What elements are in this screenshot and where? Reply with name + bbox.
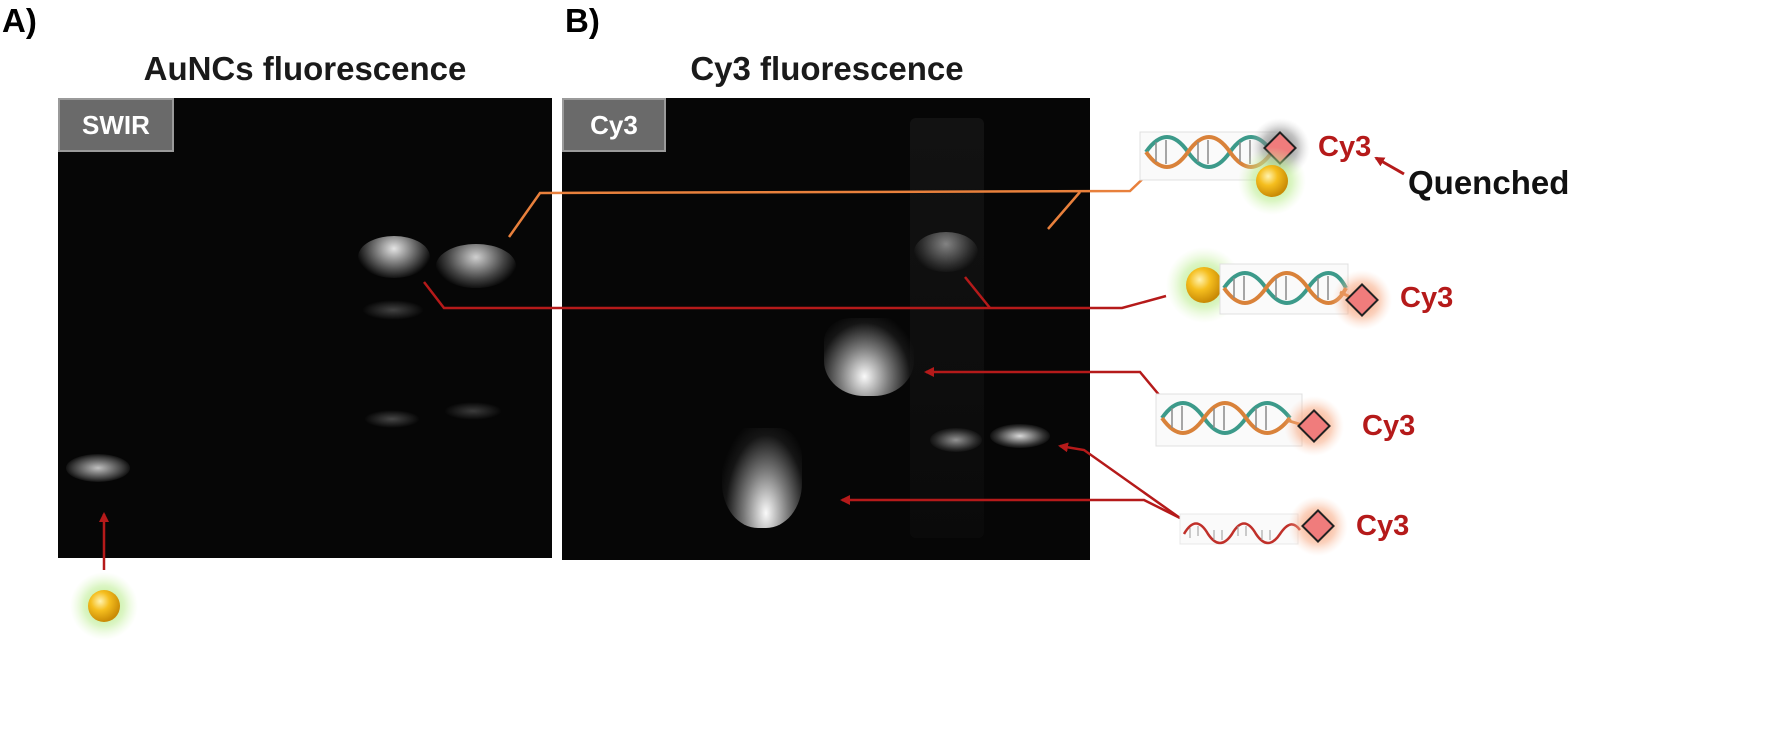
gel-band xyxy=(436,244,516,288)
red-connector-line xyxy=(423,281,1167,310)
panel-b-letter: B) xyxy=(565,2,600,39)
ssdna-strand-icon xyxy=(1179,513,1301,545)
swir-tag: SWIR xyxy=(58,98,174,152)
quenched-arrow xyxy=(1374,156,1405,176)
gel-band xyxy=(364,410,420,428)
cy3-gel-image: Cy3 xyxy=(562,98,1090,560)
quenched-label: Quenched xyxy=(1408,164,1570,201)
red-connector-line xyxy=(964,276,991,309)
orange-connector-line xyxy=(507,167,1155,238)
gel-band xyxy=(66,454,130,482)
dsdna-helix-icon xyxy=(1219,263,1357,315)
dsdna-helix-icon xyxy=(1155,393,1307,447)
gel-band xyxy=(824,318,914,396)
gel-band xyxy=(358,236,430,278)
gel-band xyxy=(362,300,424,320)
gold-nanocluster-icon xyxy=(70,572,138,640)
cy3-diamond-icon xyxy=(1284,396,1344,456)
cy3-label-ssdna: Cy3 xyxy=(1356,510,1410,542)
gel-band xyxy=(722,428,802,528)
ssdna-arrow xyxy=(840,495,1181,520)
panel-b-title: Cy3 fluorescence xyxy=(690,50,964,87)
cy3-diamond-icon xyxy=(1332,270,1392,330)
orange-connector-line xyxy=(1047,191,1081,230)
gold-nanocluster-icon xyxy=(1238,147,1306,215)
cy3-label-quenched: Cy3 xyxy=(1318,131,1372,163)
swir-gel-image: SWIR xyxy=(58,98,552,558)
panel-a-letter: A) xyxy=(2,2,37,39)
gel-band xyxy=(910,118,984,538)
dsdna-arrow xyxy=(924,367,1161,397)
cy3-tag: Cy3 xyxy=(562,98,666,152)
cy3-label-conjugate: Cy3 xyxy=(1400,282,1454,314)
gel-band xyxy=(444,402,502,420)
gel-band xyxy=(990,424,1050,448)
cy3-diamond-icon xyxy=(1288,496,1348,556)
ssdna-arrow xyxy=(1058,442,1181,520)
panel-a-title: AuNCs fluorescence xyxy=(143,50,467,87)
cy3-label-dsdna: Cy3 xyxy=(1362,410,1416,442)
